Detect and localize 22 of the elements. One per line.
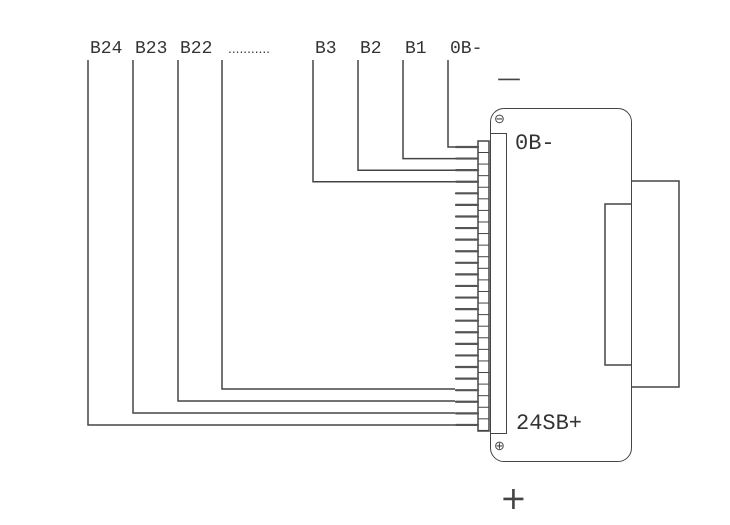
- wire: [177, 60, 455, 402]
- wire: [221, 60, 455, 390]
- wire: [312, 60, 455, 183]
- wire-label: B2: [356, 38, 382, 60]
- wire: [447, 60, 455, 148]
- wire-label: B23: [131, 38, 168, 60]
- pin-header-drawing: [455, 140, 490, 432]
- wire: [402, 60, 455, 160]
- wire-label: B24: [86, 38, 122, 60]
- wire-label: B1: [401, 38, 427, 60]
- terminal-label: 0B-: [515, 131, 555, 157]
- wire-label: B3: [311, 38, 337, 60]
- wire: [87, 60, 455, 426]
- wire: [357, 60, 455, 171]
- wire-label: 0B-: [446, 38, 482, 60]
- dotted-ellipsis: ...........: [220, 38, 270, 60]
- negative-terminal-mark: ⊖: [494, 113, 505, 126]
- positive-terminal-mark: ⊕: [494, 440, 505, 453]
- terminal-label: 24SB+: [516, 411, 582, 437]
- circuit-board: [490, 108, 632, 462]
- wire: [132, 60, 455, 414]
- wire-label: B22: [176, 38, 212, 60]
